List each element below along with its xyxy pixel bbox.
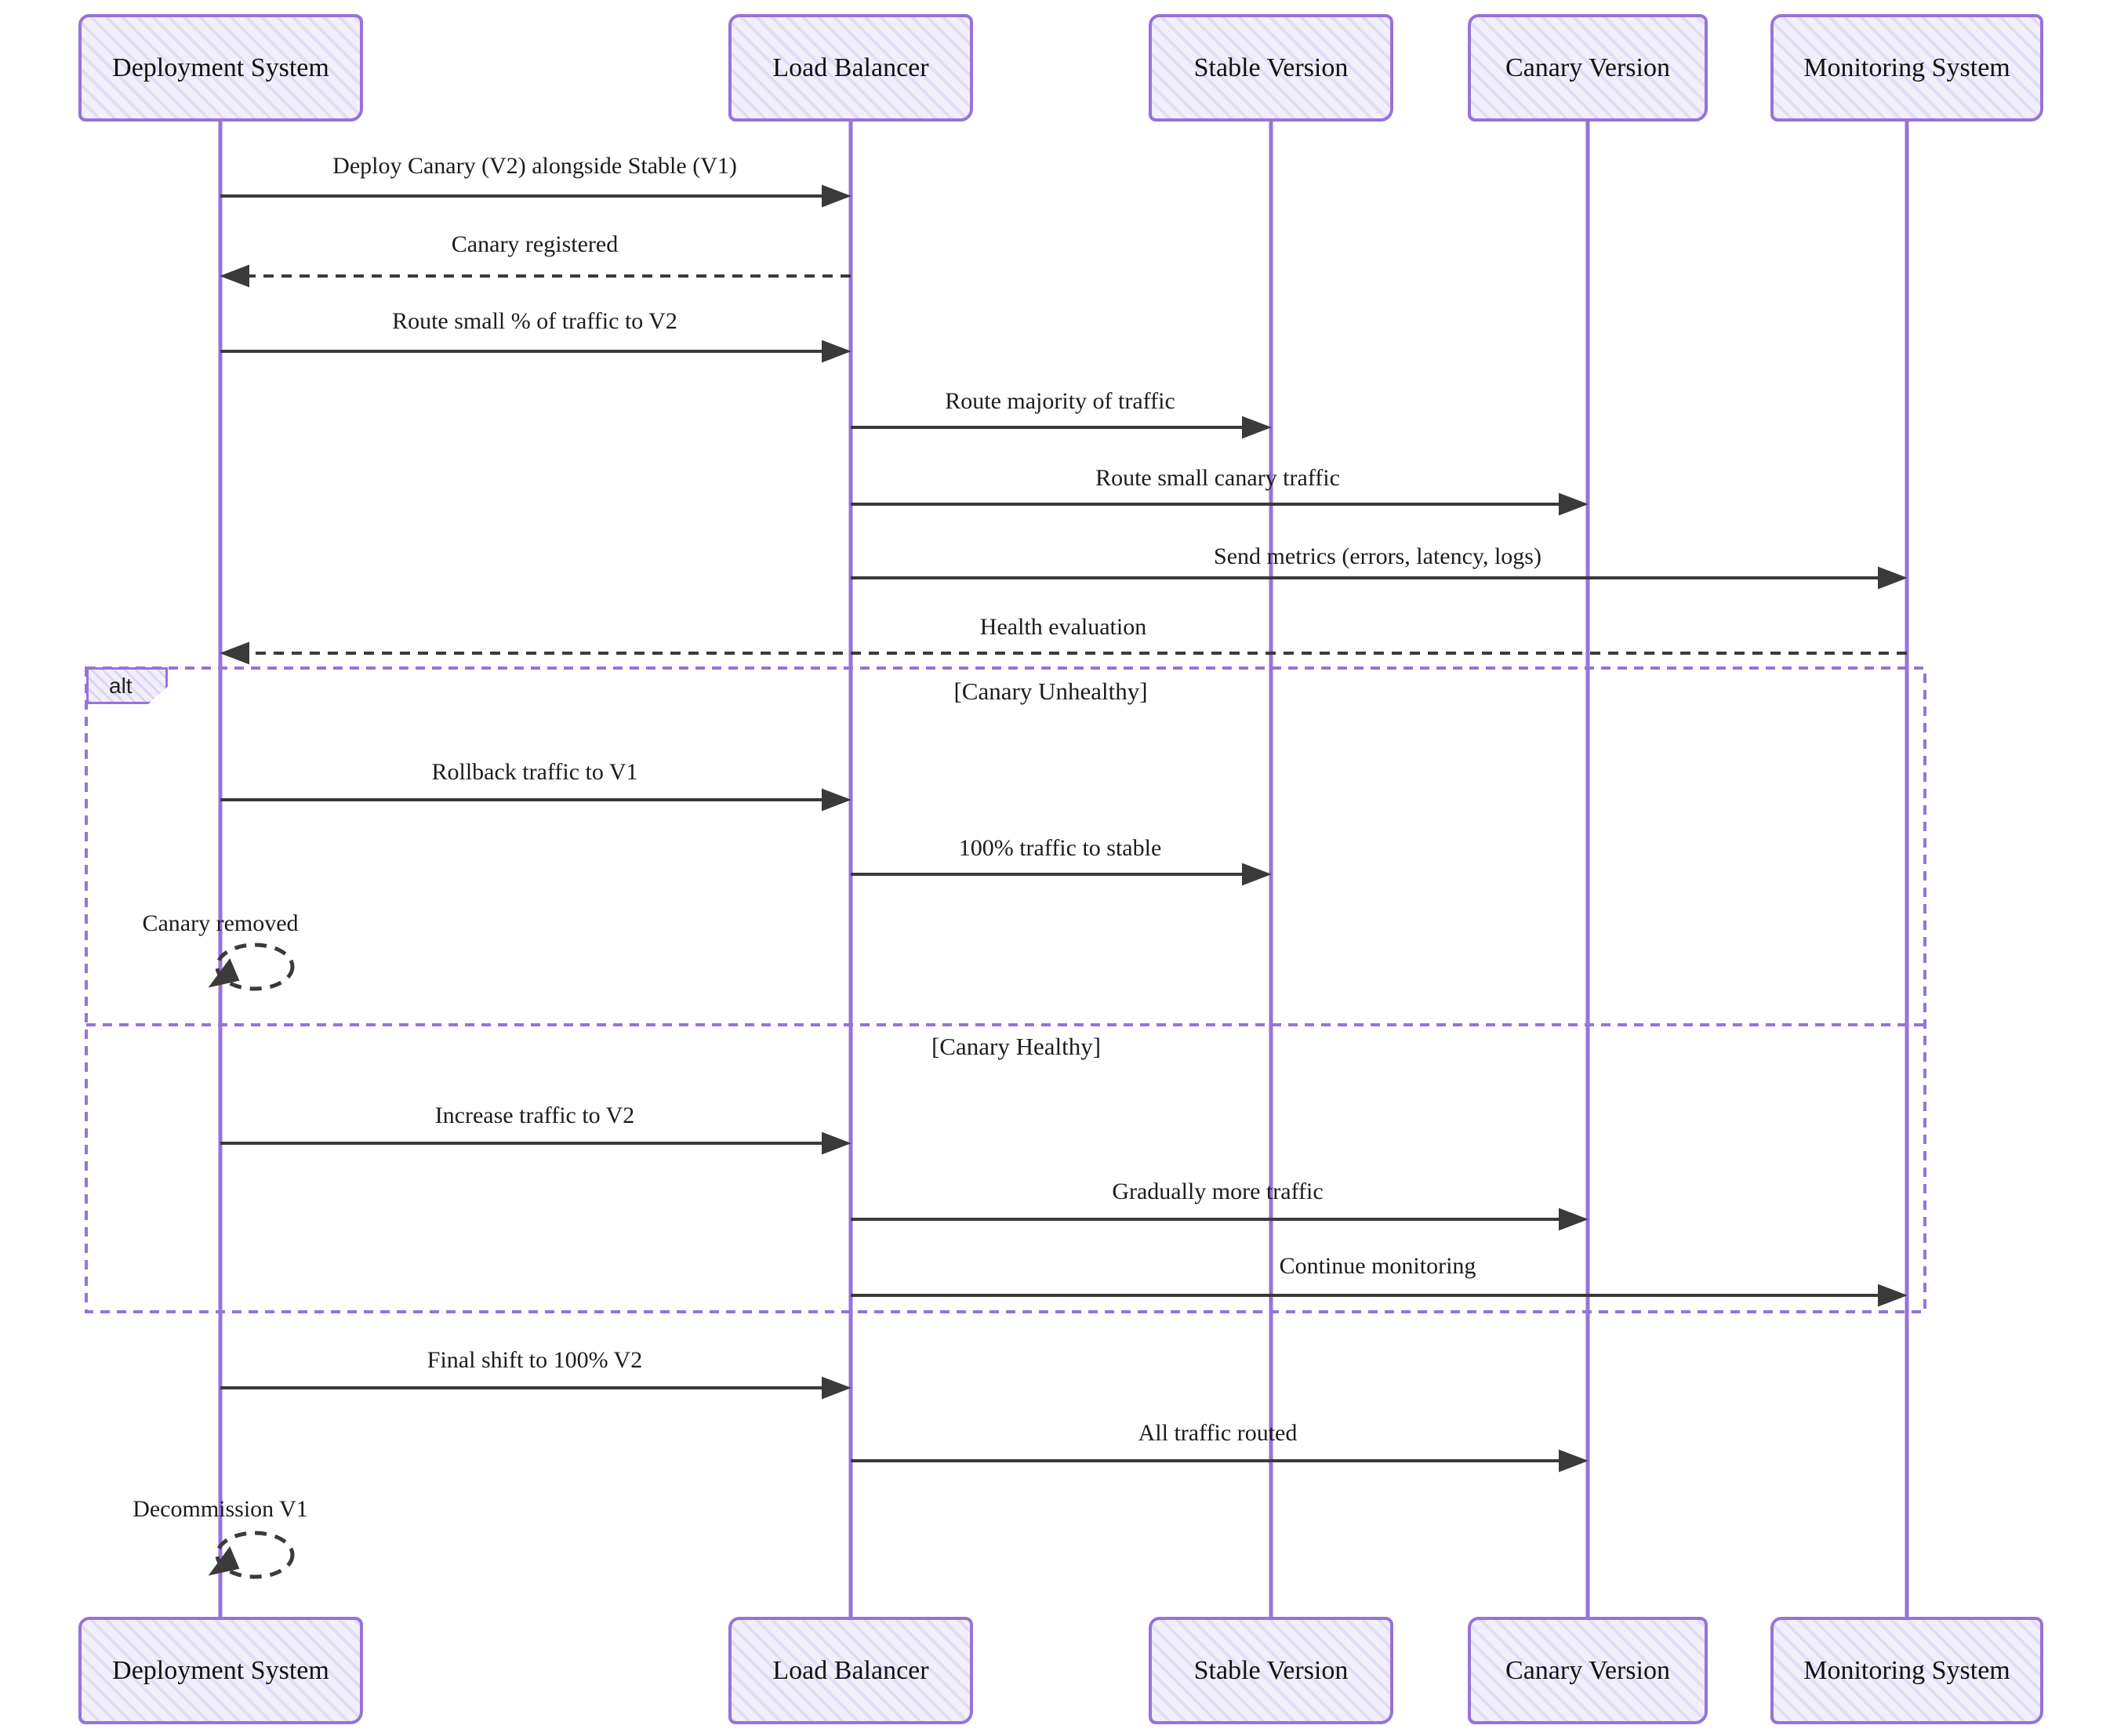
actor-bottom-load-balancer: Load Balancer [728, 1617, 973, 1724]
message-label-deploy-canary: Deploy Canary (V2) alongside Stable (V1) [332, 153, 737, 179]
message-label-send-metrics: Send metrics (errors, latency, logs) [1214, 543, 1541, 569]
alt-frame [85, 666, 1926, 1313]
alt-operator-label: alt [109, 673, 133, 698]
actor-label: Deployment System [112, 1655, 329, 1685]
message-arrows [220, 184, 1908, 1473]
actor-bottom-deployment-system: Deployment System [78, 1617, 363, 1724]
alt-condition-healthy: [Canary Healthy] [931, 1033, 1102, 1060]
message-label-route-majority: Route majority of traffic [945, 388, 1175, 414]
actor-top-canary-version: Canary Version [1468, 14, 1708, 122]
actor-bottom-monitoring-system: Monitoring System [1770, 1617, 2043, 1724]
self-loop-decommission-arrowhead [208, 1545, 240, 1576]
actor-label: Deployment System [112, 53, 329, 82]
actor-label: Monitoring System [1803, 53, 2010, 82]
actor-bottom-stable-version: Stable Version [1149, 1617, 1393, 1724]
alt-operator-tag: alt [86, 667, 168, 704]
self-loop-decommission [215, 1531, 295, 1579]
message-label-increase-traffic: Increase traffic to V2 [434, 1102, 635, 1128]
message-label-final-shift: Final shift to 100% V2 [427, 1347, 643, 1373]
actor-bottom-canary-version: Canary Version [1468, 1617, 1708, 1724]
actor-label: Canary Version [1505, 1655, 1670, 1685]
self-loop-canary-removed [215, 942, 295, 991]
actor-label: Stable Version [1193, 53, 1349, 82]
message-label-continue-monitor: Continue monitoring [1279, 1253, 1476, 1279]
actor-top-stable-version: Stable Version [1149, 14, 1393, 122]
actor-top-monitoring-system: Monitoring System [1770, 14, 2043, 122]
message-label-route-small-canary: Route small canary traffic [1095, 465, 1340, 491]
actor-top-deployment-system: Deployment System [78, 14, 363, 122]
actor-label: Stable Version [1193, 1655, 1349, 1685]
alt-condition-unhealthy: [Canary Unhealthy] [953, 677, 1148, 705]
lifelines [218, 119, 1909, 1619]
message-label-decommission: Decommission V1 [133, 1496, 308, 1522]
actor-label: Canary Version [1505, 53, 1670, 82]
actor-top-load-balancer: Load Balancer [728, 14, 973, 122]
alt-frame-border [85, 666, 1926, 1313]
message-label-canary-registered: Canary registered [451, 231, 619, 257]
message-label-all-traffic: All traffic routed [1138, 1420, 1298, 1446]
actor-label: Monitoring System [1803, 1655, 2010, 1685]
message-label-canary-removed: Canary removed [142, 910, 299, 936]
self-loops [208, 942, 295, 1579]
message-label-gradually-more: Gradually more traffic [1112, 1179, 1324, 1204]
message-label-health-evaluation: Health evaluation [979, 614, 1147, 640]
message-label-rollback-traffic: Rollback traffic to V1 [431, 759, 638, 785]
message-label-100pct-stable: 100% traffic to stable [958, 835, 1162, 861]
message-label-route-small-pct: Route small % of traffic to V2 [392, 308, 677, 334]
actor-label: Load Balancer [772, 1655, 929, 1685]
self-loop-canary-removed-arrowhead [208, 957, 240, 988]
actor-label: Load Balancer [772, 53, 929, 82]
